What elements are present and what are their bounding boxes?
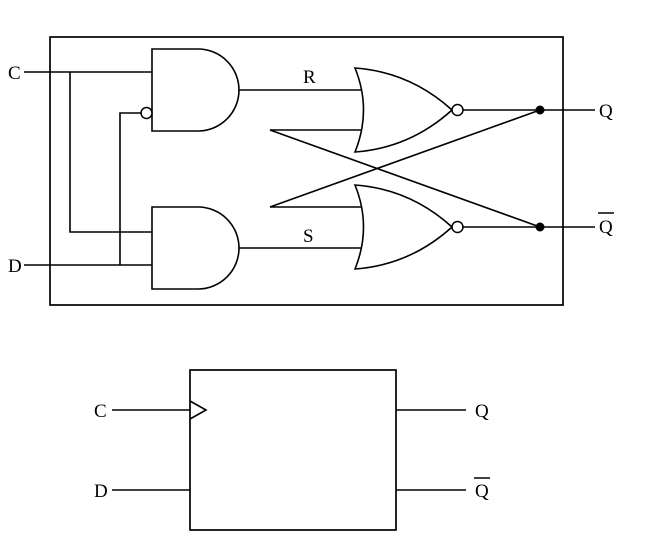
lower-and-gate xyxy=(151,206,240,290)
label-s-wire: S xyxy=(303,226,314,247)
label-c-input: C xyxy=(8,63,21,84)
wire-feedback-q-to-lower-nor xyxy=(269,109,541,208)
upper-nor-gate xyxy=(353,67,454,153)
inverter-bubble-upper-and-input xyxy=(140,106,153,120)
label-r-wire: R xyxy=(303,67,316,88)
label-d-symbol: D xyxy=(94,481,108,502)
label-qbar-output: Q xyxy=(599,217,613,238)
junction-dot-q xyxy=(535,105,545,115)
label-qbar-symbol: Q xyxy=(475,481,489,502)
junction-dot-qbar xyxy=(535,222,545,232)
label-d-input: D xyxy=(8,256,22,277)
label-q-output: Q xyxy=(599,101,613,122)
wire-c-branch-to-lower-and xyxy=(69,72,152,233)
label-q-symbol: Q xyxy=(475,401,489,422)
wire-d-branch-to-inverted-input xyxy=(119,112,141,265)
inverter-bubble-lower-nor-output xyxy=(451,220,464,234)
gate-level-diagram: C D R S Q Q xyxy=(8,36,614,306)
label-c-symbol: C xyxy=(94,401,107,422)
inverter-bubble-upper-nor-output xyxy=(451,103,464,117)
latch-enclosure-box xyxy=(49,36,564,306)
lower-nor-gate xyxy=(353,184,454,270)
wire-feedback-qbar-to-upper-nor xyxy=(269,129,541,228)
flipflop-symbol-diagram: C D Q Q xyxy=(94,369,490,531)
upper-and-gate xyxy=(151,48,240,132)
flipflop-symbol-box xyxy=(189,369,397,531)
clock-triangle-icon xyxy=(189,400,208,420)
